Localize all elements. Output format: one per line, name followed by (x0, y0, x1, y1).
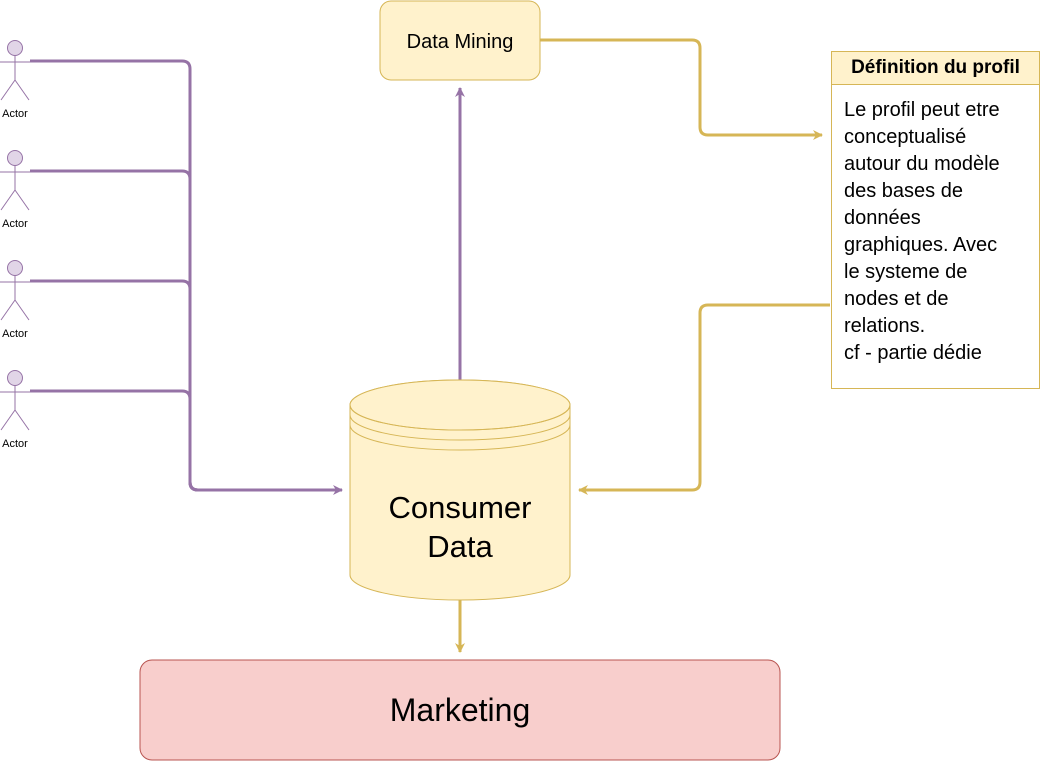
edge-actor4-to-consumer-data[interactable] (30, 389, 342, 492)
actor-label: Actor (2, 438, 28, 450)
edge-actor2-to-consumer-data[interactable] (30, 169, 342, 492)
actor-figure-icon (0, 150, 30, 211)
actor-figure-icon (0, 370, 30, 431)
actor-2[interactable]: Actor (0, 150, 30, 231)
edge-actor3-to-consumer-data[interactable] (30, 279, 342, 492)
profile-definition-box[interactable]: Définition du profil Le profil peut etre… (831, 51, 1040, 389)
consumer-data-label-line1: Consumer (389, 490, 532, 525)
data-mining-node[interactable]: Data Mining (379, 0, 541, 81)
actor-4[interactable]: Actor (0, 370, 30, 451)
consumer-data-label-line2: Data (427, 529, 493, 564)
actor-figure-icon (0, 40, 30, 101)
data-mining-label: Data Mining (407, 31, 514, 53)
actor-label: Actor (2, 108, 28, 120)
profile-definition-body: Le profil peut etre conceptualisé autour… (832, 85, 1039, 388)
actor-3[interactable]: Actor (0, 260, 30, 341)
edge-actor1-to-consumer-data[interactable] (30, 59, 343, 495)
actor-label: Actor (2, 218, 28, 230)
actor-1[interactable]: Actor (0, 40, 30, 121)
consumer-data-node[interactable]: Consumer Data (349, 379, 571, 601)
actor-figure-icon (0, 260, 30, 321)
marketing-label: Marketing (390, 692, 531, 728)
marketing-node[interactable]: Marketing (139, 659, 781, 761)
edge-profile-to-consumer-data[interactable] (578, 303, 830, 495)
profile-definition-title: Définition du profil (832, 52, 1039, 85)
edge-data-mining-to-profile[interactable] (540, 38, 823, 140)
actor-label: Actor (2, 328, 28, 340)
